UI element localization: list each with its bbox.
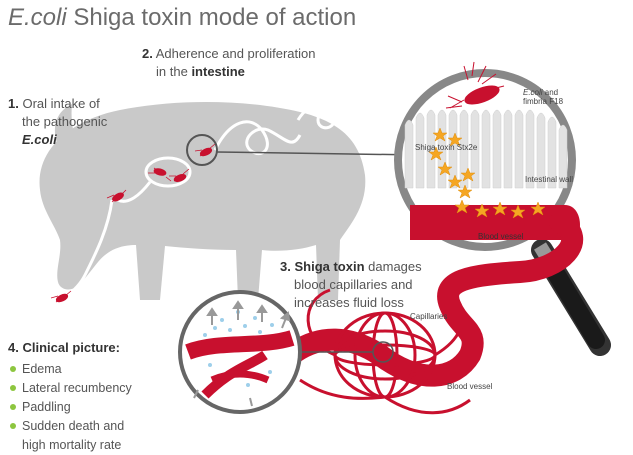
list-item: high mortality rate	[22, 438, 122, 452]
bullet-icon	[10, 423, 16, 429]
blood-vessel-label: Blood vessel	[447, 382, 493, 391]
list-item: Edema	[8, 360, 132, 379]
zoom-indicator-circle	[186, 134, 218, 166]
list-item: Sudden death and	[8, 417, 132, 436]
intestinal-wall-label: Intestinal wall	[525, 175, 574, 184]
list-item: Paddling	[8, 398, 132, 417]
ecoli-fimbria-bacterium	[445, 61, 505, 109]
step-number: 1.	[8, 96, 19, 111]
step-2-label: 2. Adherence and proliferation in the in…	[142, 46, 316, 79]
shiga-toxin-stars	[428, 127, 546, 219]
vessel-detail-circle	[178, 290, 302, 414]
step-4-label: 4. Clinical picture:	[8, 340, 120, 355]
step-3-label: 3. Shiga toxin damages blood capillaries…	[280, 259, 422, 310]
intestine-loops	[65, 120, 302, 298]
list-item: Lateral recumbency	[8, 379, 132, 398]
symptom-list: Edema Lateral recumbency Paddling Sudden…	[8, 360, 132, 455]
bullet-icon	[10, 404, 16, 410]
shiga-toxin-label: Shiga toxin Stx2e	[415, 143, 478, 152]
pig-tail	[296, 102, 342, 130]
capillaries-label: Capillaries	[410, 312, 448, 321]
capillary-network	[299, 288, 471, 415]
page-title: E.coli Shiga toxin mode of action	[8, 4, 357, 31]
pig-silhouette	[39, 101, 366, 300]
magnifier-vessel-label: Blood vessel	[478, 232, 524, 241]
intestinal-villi	[404, 109, 568, 189]
pathogen-name: E.coli	[22, 132, 57, 147]
bullet-icon	[10, 385, 16, 391]
bullet-icon	[10, 366, 16, 372]
ecoli-bacteria-group	[50, 143, 216, 303]
ecoli-fimbria-label: E.coli and fimbria F18	[523, 88, 564, 106]
step-1-label: 1. Oral intake of the pathogenic E.coli	[8, 96, 108, 147]
zoom-connector-line	[216, 151, 421, 156]
